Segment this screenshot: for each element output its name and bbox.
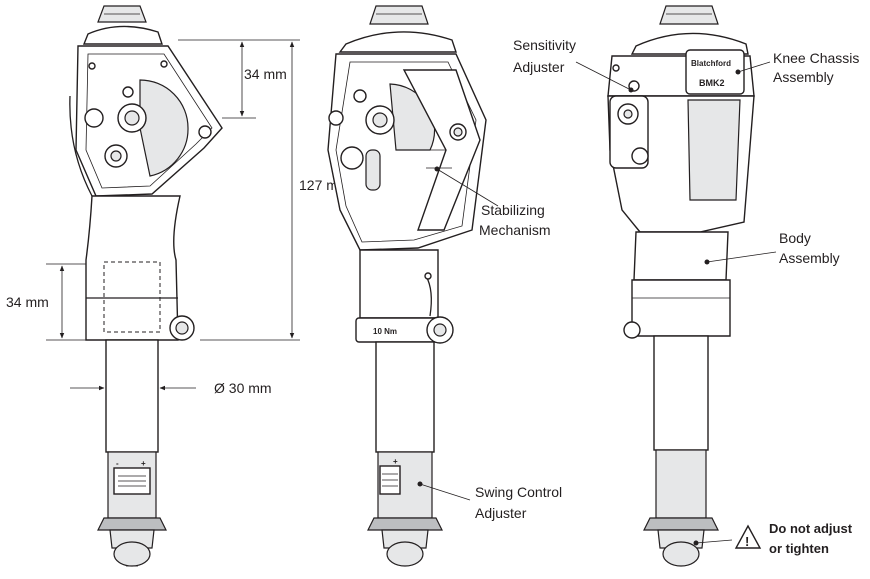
label-warning-line1: Do not adjust <box>769 521 853 536</box>
swing-plus-mark: + <box>141 459 146 468</box>
dimension-top-height: 34 mm <box>244 66 287 82</box>
knee-side-view-dimensions: - + <box>69 5 223 567</box>
label-sensitivity-line2: Adjuster <box>513 59 565 75</box>
dimension-body-height: 34 mm <box>6 294 49 310</box>
label-body-line1: Body <box>779 230 811 246</box>
knee-front-view: Blatchford BMK2 <box>607 5 755 567</box>
label-sensitivity-line1: Sensitivity <box>513 37 576 53</box>
label-warning-line2: or tighten <box>769 541 829 556</box>
middle-callouts: Stabilizing Mechanism Swing Control Adju… <box>417 166 562 521</box>
swing-plus-mark-oblique: + <box>393 457 398 466</box>
label-swing-line1: Swing Control <box>475 484 562 500</box>
brand-marking: Blatchford <box>691 59 731 68</box>
knee-oblique-view: 10 Nm + <box>327 5 487 567</box>
label-stabilizing-line1: Stabilizing <box>481 202 545 218</box>
warning-symbol: ! <box>745 534 749 549</box>
warning-triangle-icon: ! <box>734 524 762 549</box>
label-stabilizing-line2: Mechanism <box>479 222 551 238</box>
swing-minus-mark: - <box>116 459 119 468</box>
dimension-diameter: Ø 30 mm <box>214 380 272 396</box>
label-chassis-line2: Assembly <box>773 69 834 85</box>
label-chassis-line1: Knee Chassis <box>773 50 859 66</box>
torque-marking: 10 Nm <box>373 327 397 336</box>
model-marking: BMK2 <box>699 78 725 88</box>
label-body-line2: Assembly <box>779 250 840 266</box>
right-callouts: Sensitivity Adjuster Knee Chassis Assemb… <box>513 37 859 556</box>
label-swing-line2: Adjuster <box>475 505 527 521</box>
